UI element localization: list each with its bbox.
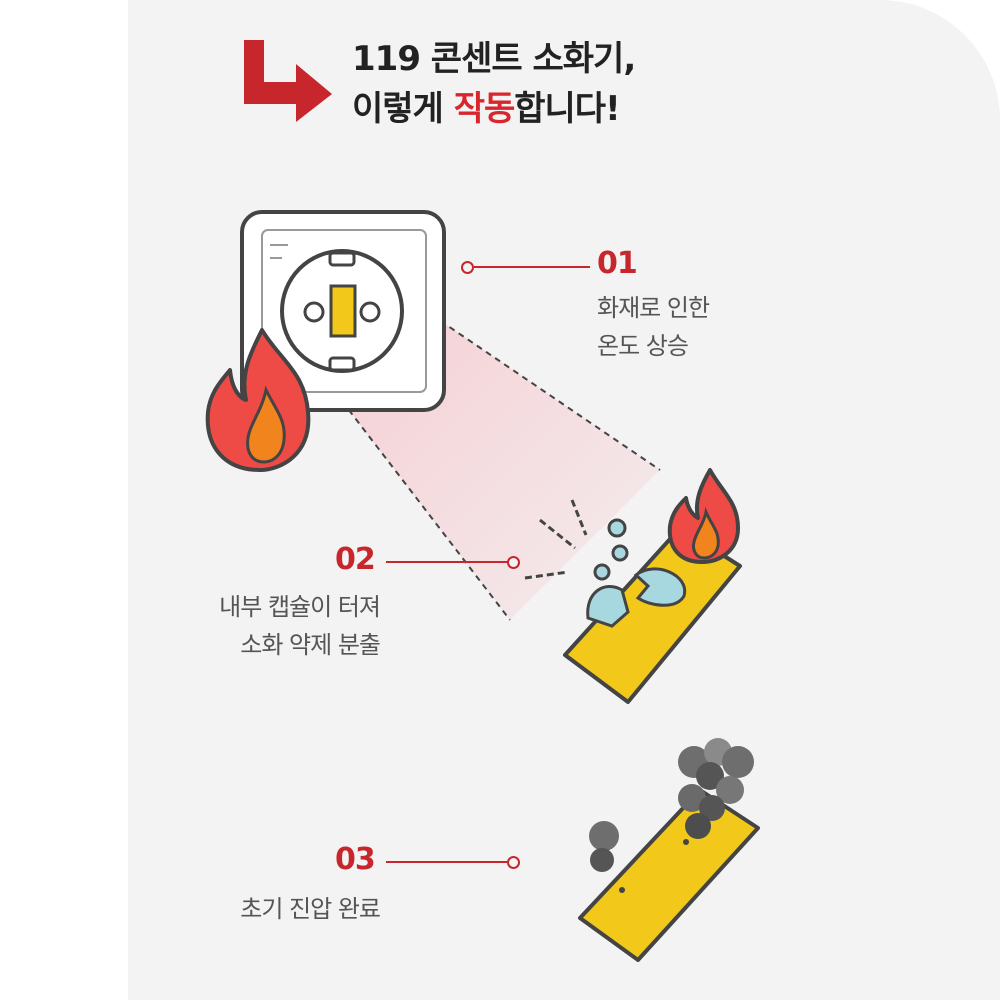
power-outlet-icon xyxy=(240,210,446,412)
step-3-line-1: 초기 진압 완료 xyxy=(240,895,381,923)
step-2-line-2: 소화 약제 분출 xyxy=(240,631,381,659)
title-line-2: 이렇게 작동합니다! xyxy=(352,84,772,134)
step-3-connector-line xyxy=(386,861,508,863)
capsule-extinguished-icon xyxy=(578,788,760,962)
step-1-line-2: 온도 상승 xyxy=(597,332,689,360)
title-line-2-prefix: 이렇게 xyxy=(352,89,454,129)
step-1-number: 01 xyxy=(597,246,638,281)
flame-icon xyxy=(205,328,311,472)
step-1-text: 화재로 인한 온도 상승 xyxy=(597,289,710,365)
smoke-icon xyxy=(589,738,754,872)
step-3-text: 초기 진압 완료 xyxy=(170,890,381,928)
small-flame-icon xyxy=(667,468,740,564)
step-2-text: 내부 캡슐이 터져 소화 약제 분출 xyxy=(170,588,381,664)
step-3-number: 03 xyxy=(335,842,376,877)
step-2-line-1: 내부 캡슐이 터져 xyxy=(219,593,381,621)
turn-right-arrow-icon xyxy=(244,40,332,122)
step-2-number: 02 xyxy=(335,542,376,577)
step-1-connector-dot xyxy=(461,261,474,274)
title-line-1: 119 콘센트 소화기, xyxy=(352,39,636,79)
step-3-connector-dot xyxy=(507,856,520,869)
title-line-2-suffix: 합니다! xyxy=(514,89,620,129)
step-2-connector-dot xyxy=(507,556,520,569)
step-1-line-1: 화재로 인한 xyxy=(597,294,710,322)
title-accent: 작동 xyxy=(453,89,516,129)
step-1-connector-line xyxy=(474,266,590,268)
capsule-bursting-icon xyxy=(524,499,742,704)
step-2-connector-line xyxy=(386,561,508,563)
page-title: 119 콘센트 소화기, 이렇게 작동합니다! xyxy=(352,34,772,134)
